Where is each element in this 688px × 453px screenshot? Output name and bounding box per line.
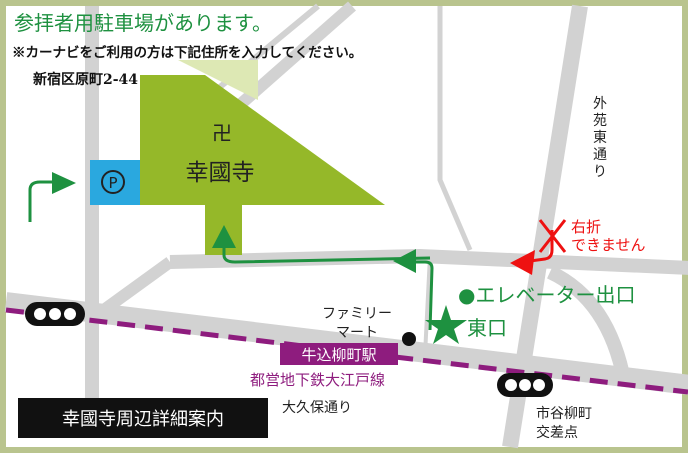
road-lane	[423, 255, 432, 356]
arrow-right-icon	[52, 172, 76, 194]
svg-text:東: 東	[593, 130, 607, 146]
manji-symbol: 卍	[212, 121, 232, 145]
intersection-line1: 市谷柳町	[536, 405, 592, 422]
temple-grounds-light	[178, 60, 258, 100]
parking-area[interactable]	[90, 160, 140, 205]
arrow-up-icon	[212, 225, 236, 248]
parking-symbol: P	[108, 174, 117, 192]
no-entry-x-icon	[538, 219, 567, 253]
svg-text:り: り	[593, 164, 607, 180]
svg-text:通: 通	[593, 147, 607, 163]
okubo-street-label: 大久保通り	[282, 400, 352, 416]
familymart-line1: ファミリー	[322, 306, 392, 322]
traffic-light-icon	[497, 373, 553, 397]
no-right-turn-line2: できません	[571, 236, 646, 254]
route-arrows	[28, 180, 434, 331]
address: 新宿区原町2-44	[33, 71, 138, 88]
route-from-station	[410, 260, 434, 331]
red-arrow-icon	[510, 250, 535, 275]
svg-text:苑: 苑	[593, 113, 607, 129]
temple-name: 幸國寺	[186, 160, 255, 186]
road-horizontal	[169, 248, 688, 275]
route-to-parking	[28, 180, 55, 222]
svg-text:外: 外	[593, 96, 607, 112]
traffic-light-icon	[25, 302, 85, 326]
no-turn-route	[529, 230, 554, 263]
parking-icon	[101, 170, 125, 194]
road-curve	[546, 265, 632, 387]
familymart-marker	[402, 332, 416, 346]
car-navi-notice: ※カーナビをご利用の方は下記住所を入力してください。	[12, 44, 362, 61]
street-label-gaien-higashi: 外 苑 東 通 り	[593, 96, 607, 180]
subway-line-name: 都営地下鉄大江戸線	[250, 371, 385, 389]
star-icon	[425, 305, 467, 344]
arrow-left-icon	[393, 249, 416, 273]
intersection-line2: 交差点	[536, 424, 578, 441]
no-right-turn-line1: 右折	[571, 218, 601, 236]
station-name[interactable]: 牛込柳町駅	[301, 346, 376, 364]
detail-guide-button[interactable]: 幸國寺周辺詳細案内	[18, 398, 268, 438]
elevator-exit-label: ●エレベーター出口	[458, 283, 635, 307]
road-small	[437, 6, 473, 251]
road-okubo	[4, 292, 688, 395]
roads	[4, 1, 688, 449]
detail-guide-label[interactable]: 幸國寺周辺詳細案内	[62, 409, 224, 430]
station-label-box	[280, 343, 398, 365]
temple-building[interactable]	[140, 75, 385, 205]
east-exit-label[interactable]: 東口	[467, 316, 507, 340]
familymart-line2: マート	[336, 325, 378, 341]
parking-notice-title: 参拝者用駐車場があります。	[14, 11, 272, 35]
